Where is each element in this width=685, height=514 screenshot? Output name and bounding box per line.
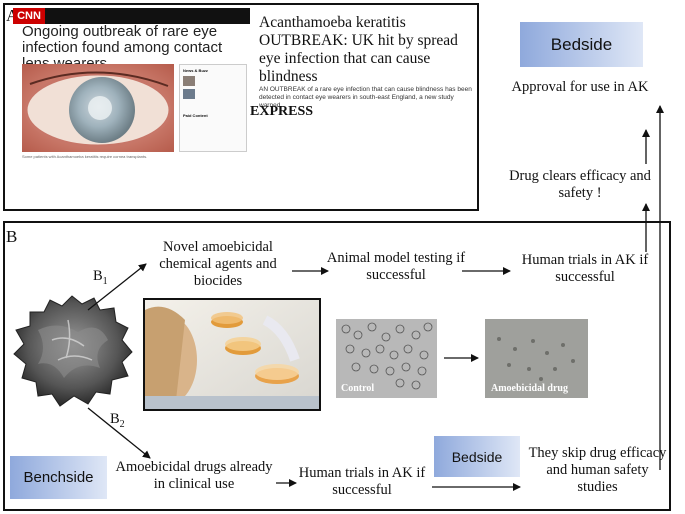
existing-drugs-text: Amoebicidal drugs already in clinical us… xyxy=(115,459,273,492)
lab-photo xyxy=(143,298,321,411)
novel-agents-text: Novel amoebicidal chemical agents and bi… xyxy=(159,239,277,289)
cnn-headline: Ongoing outbreak of rare eye infection f… xyxy=(22,23,223,72)
drug-label: Amoebicidal drug xyxy=(491,383,568,394)
cnn-logo: CNN xyxy=(13,8,45,24)
drug-clears-text: Drug clears efficacy and safety ! xyxy=(509,168,651,201)
human-trials-1-text: Human trials in AK if successful xyxy=(521,252,649,285)
cnn-photo-caption: Some patients with Acanthamoeba keratiti… xyxy=(22,154,148,159)
benchside-box: Benchside xyxy=(10,456,107,499)
sidebar-paid-label: Paid Content xyxy=(183,113,208,118)
express-subtext: AN OUTBREAK of a rare eye infection that… xyxy=(259,86,472,109)
lab-photo-image xyxy=(145,300,319,409)
approval-text: Approval for use in AK xyxy=(511,79,649,95)
cnn-header-bar xyxy=(45,8,250,24)
sidebar-thumb-2 xyxy=(183,89,195,99)
b2-label: B2 xyxy=(110,411,125,430)
panel-b-label: B xyxy=(6,227,18,246)
drug-micrograph xyxy=(485,319,588,398)
eye-photo-image xyxy=(22,64,174,152)
skip-studies-text: They skip drug efficacy and human safety… xyxy=(528,445,667,495)
b1-label: B1 xyxy=(93,268,108,287)
amoeba-micrograph xyxy=(13,295,133,407)
bedside-b-box: Bedside xyxy=(434,436,520,477)
express-logo: EXPRESS xyxy=(250,104,314,119)
control-label: Control xyxy=(341,383,375,394)
express-headline: Acanthamoeba keratitis OUTBREAK: UK hit … xyxy=(259,14,458,85)
animal-model-text: Animal model testing if successful xyxy=(326,250,466,283)
bedside-top-box: Bedside xyxy=(520,22,643,67)
eye-photo xyxy=(22,64,174,152)
sidebar-title: News & Buzz xyxy=(183,68,208,73)
sidebar-thumb-1 xyxy=(183,76,195,86)
control-micrograph xyxy=(336,319,437,398)
cnn-sidebar: News & Buzz Paid Content xyxy=(179,64,247,152)
human-trials-2-text: Human trials in AK if successful xyxy=(298,465,426,498)
panel-b-frame xyxy=(3,221,671,511)
